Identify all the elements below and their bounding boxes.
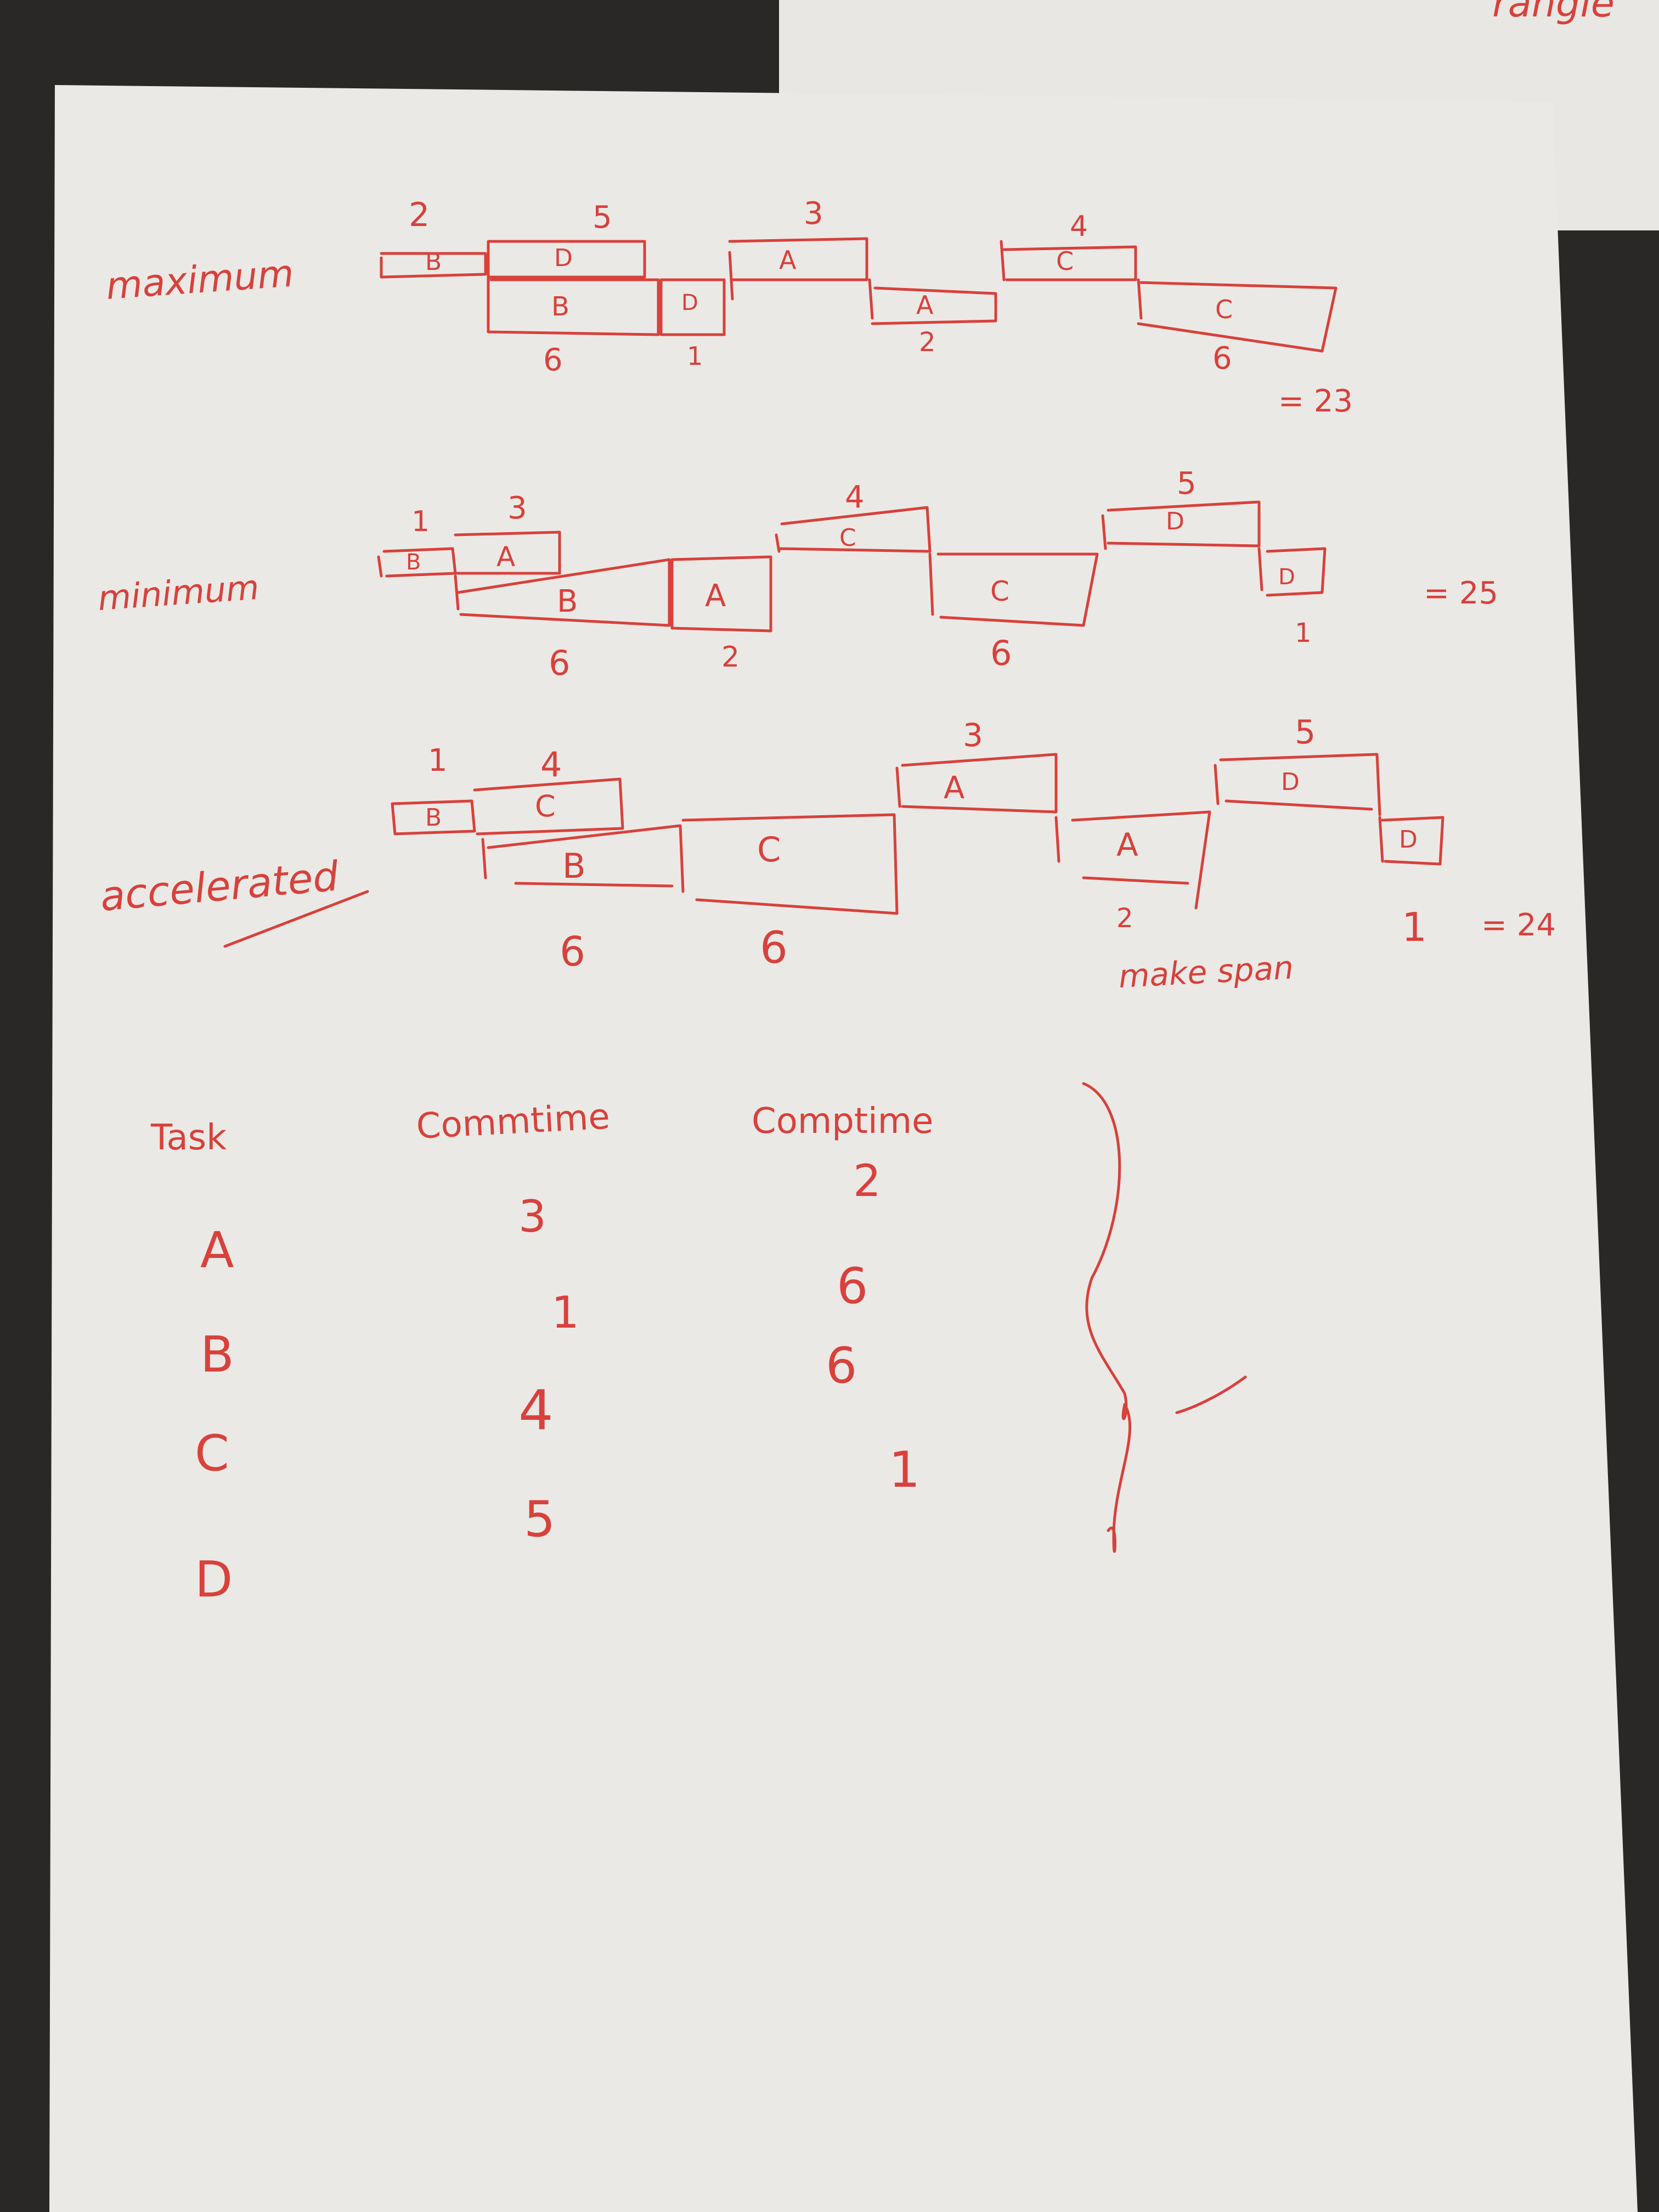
bottom-task: A — [705, 578, 726, 614]
top-time: 3 — [507, 490, 527, 526]
bottom-task: A — [1116, 826, 1138, 864]
top-time: 3 — [963, 716, 983, 754]
top-time: 4 — [1070, 210, 1088, 243]
top-time: 5 — [1177, 466, 1197, 501]
top-task: B — [425, 248, 442, 276]
bottom-time: 6 — [549, 643, 570, 683]
bottom-time: 6 — [543, 342, 563, 378]
brace-tick — [1175, 1375, 1247, 1414]
top-time: 4 — [540, 744, 562, 785]
table-comptime: 2 — [853, 1155, 881, 1206]
top-task: D — [554, 244, 573, 272]
schedule-total: = 25 — [1424, 575, 1498, 611]
bottom-task: D — [1278, 565, 1295, 590]
top-time: 2 — [409, 196, 430, 234]
right-brace — [1082, 1082, 1132, 1553]
top-task: C — [839, 524, 856, 552]
bottom-task: C — [1215, 295, 1233, 324]
table-commtime: 1 — [551, 1287, 579, 1338]
table-comptime: 1 — [889, 1441, 920, 1499]
bottom-time: 6 — [990, 633, 1012, 673]
bottom-time: 6 — [560, 928, 585, 975]
table-comptime: 6 — [837, 1257, 868, 1315]
top-time: 1 — [411, 505, 430, 538]
label-underline — [223, 890, 369, 948]
bottom-time: 6 — [1212, 341, 1232, 376]
bottom-task: B — [562, 846, 586, 886]
top-time: 1 — [428, 743, 448, 778]
table-comptime: 6 — [826, 1337, 857, 1395]
back-paper-text: rangle — [1492, 0, 1615, 26]
table-task: D — [195, 1551, 233, 1609]
bottom-time: 2 — [721, 641, 740, 674]
schedule-total: = 23 — [1278, 383, 1353, 419]
bottom-task: C — [990, 575, 1009, 607]
top-time: 3 — [804, 196, 823, 232]
task-table: Task Commtime Comptime A 3 2 B 1 6 C 4 6… — [150, 1082, 1247, 1609]
makespan-note: make span — [1118, 949, 1294, 995]
top-task: B — [425, 804, 442, 832]
table-header-task: Task — [150, 1118, 227, 1158]
top-time: 5 — [592, 200, 612, 235]
bottom-task: B — [557, 584, 578, 619]
bottom-task: C — [757, 830, 781, 870]
top-task: A — [944, 770, 964, 806]
top-task: C — [1056, 246, 1074, 276]
top-task: B — [406, 550, 421, 575]
table-commtime: 3 — [518, 1191, 546, 1242]
bottom-task: B — [551, 291, 569, 322]
top-time: 4 — [845, 479, 865, 515]
bottom-task: A — [916, 290, 934, 320]
table-commtime: 4 — [518, 1378, 554, 1442]
top-task: C — [535, 789, 556, 823]
schedule-maximum: maximum B 2 D 5 B 6 D 1 A 3 A 2 C 4 C 6 … — [105, 196, 1353, 419]
bottom-task: D — [1399, 826, 1418, 854]
top-task: A — [779, 245, 797, 275]
bottom-time: 1 — [1295, 618, 1312, 648]
table-task: B — [200, 1326, 234, 1384]
top-task: D — [1166, 507, 1184, 535]
bottom-time: 1 — [687, 341, 703, 371]
bottom-time: 2 — [919, 327, 936, 358]
bottom-time: 2 — [1116, 903, 1133, 934]
bottom-time: 1 — [1402, 904, 1427, 950]
table-commtime: 5 — [524, 1491, 555, 1548]
table-task: A — [200, 1222, 234, 1279]
table-header-commtime: Commtime — [415, 1097, 611, 1147]
table-header-comptime: Comptime — [752, 1101, 933, 1142]
bottom-time: 6 — [760, 922, 788, 973]
table-task: C — [195, 1425, 229, 1482]
schedule-total: = 24 — [1481, 907, 1556, 943]
bottom-task: D — [681, 290, 698, 315]
paper-sheet — [49, 85, 1638, 2212]
top-task: D — [1281, 768, 1300, 796]
top-task: A — [496, 541, 515, 573]
top-time: 5 — [1295, 713, 1316, 752]
